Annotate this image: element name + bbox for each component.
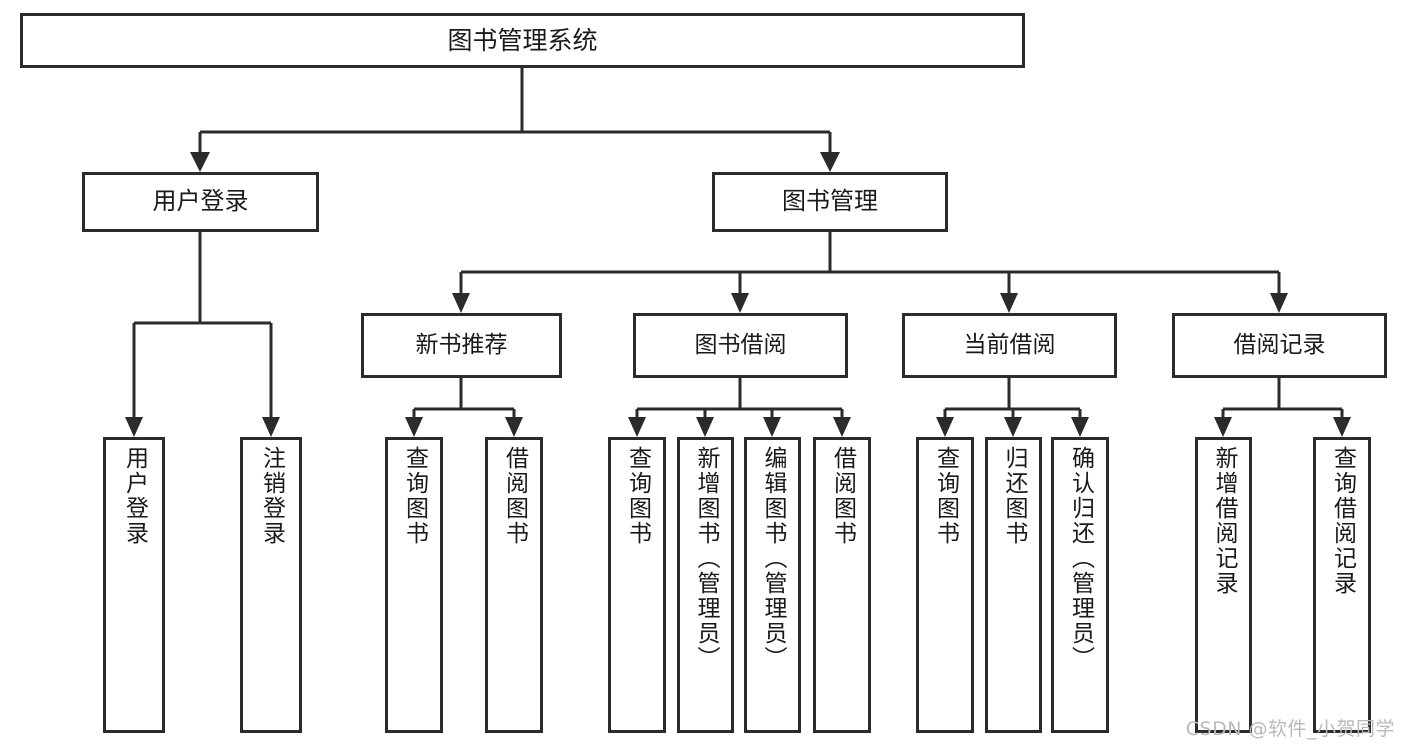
- node-leaf-query-record-label: 查询借阅记录: [1329, 446, 1356, 596]
- node-current-borrow[interactable]: 当前借阅: [902, 313, 1117, 378]
- arrow-borrow-record: [1270, 293, 1288, 313]
- node-leaf-borrow-book-2[interactable]: 借阅图书: [813, 437, 871, 733]
- arrow-leaf-user-logout: [262, 417, 280, 437]
- watermark: CSDN @软件_小贺同学: [1185, 718, 1395, 740]
- node-leaf-return-book[interactable]: 归还图书: [985, 437, 1042, 733]
- node-borrow-record[interactable]: 借阅记录: [1172, 313, 1387, 378]
- node-leaf-borrow-book-1[interactable]: 借阅图书: [485, 437, 543, 733]
- arrow-leaf-confirm-return: [1071, 417, 1089, 437]
- node-leaf-user-logout-label: 注销登录: [258, 446, 285, 546]
- arrow-leaf-add-book: [696, 417, 714, 437]
- arrow-leaf-query-book-2: [628, 417, 646, 437]
- node-leaf-confirm-return-label: 确认归还（管理员）: [1067, 446, 1094, 671]
- arrow-leaf-query-book-1: [405, 417, 423, 437]
- node-user-login[interactable]: 用户登录: [82, 172, 319, 232]
- node-leaf-return-book-label: 归还图书: [1001, 446, 1027, 546]
- node-leaf-query-book-3-label: 查询图书: [932, 446, 959, 546]
- node-leaf-query-book-1[interactable]: 查询图书: [385, 437, 443, 733]
- node-leaf-query-book-2-label: 查询图书: [624, 446, 651, 546]
- node-leaf-add-book-label: 新增图书（管理员）: [693, 446, 719, 671]
- node-book-borrow-label: 图书借阅: [694, 332, 787, 359]
- arrow-current-borrow: [1000, 293, 1018, 313]
- node-book-borrow[interactable]: 图书借阅: [633, 313, 848, 378]
- arrow-book-borrow: [731, 293, 749, 313]
- node-leaf-user-login-label: 用户登录: [121, 446, 148, 546]
- arrow-leaf-query-record: [1333, 417, 1351, 437]
- arrow-leaf-user-login: [125, 417, 143, 437]
- node-leaf-edit-book[interactable]: 编辑图书（管理员）: [744, 437, 801, 733]
- node-leaf-edit-book-label: 编辑图书（管理员）: [760, 446, 786, 671]
- node-user-login-label: 用户登录: [152, 187, 249, 216]
- arrow-leaf-borrow-book-2: [833, 417, 851, 437]
- node-leaf-user-logout[interactable]: 注销登录: [240, 437, 302, 733]
- node-current-borrow-label: 当前借阅: [963, 332, 1056, 359]
- arrow-leaf-return-book: [1004, 417, 1022, 437]
- node-new-book-recommend[interactable]: 新书推荐: [361, 313, 562, 378]
- node-leaf-confirm-return[interactable]: 确认归还（管理员）: [1051, 437, 1109, 733]
- node-leaf-query-book-1-label: 查询图书: [401, 446, 428, 546]
- node-leaf-user-login[interactable]: 用户登录: [103, 437, 165, 733]
- node-leaf-borrow-book-2-label: 借阅图书: [829, 446, 856, 546]
- node-borrow-record-label: 借阅记录: [1233, 332, 1326, 359]
- node-book-manage-label: 图书管理: [782, 187, 878, 216]
- arrow-leaf-add-record: [1214, 417, 1232, 437]
- arrow-leaf-borrow-book-1: [505, 417, 523, 437]
- arrow-new-book-recommend: [452, 293, 470, 313]
- node-root-label: 图书管理系统: [447, 26, 598, 55]
- node-book-manage[interactable]: 图书管理: [712, 172, 948, 232]
- node-new-book-recommend-label: 新书推荐: [415, 332, 508, 359]
- arrow-user-login: [190, 152, 210, 172]
- node-leaf-borrow-book-1-label: 借阅图书: [501, 446, 528, 546]
- arrow-leaf-query-book-3: [936, 417, 954, 437]
- node-leaf-query-record[interactable]: 查询借阅记录: [1313, 437, 1371, 733]
- node-leaf-add-record[interactable]: 新增借阅记录: [1195, 437, 1252, 733]
- arrow-book-manage: [820, 152, 840, 172]
- node-leaf-query-book-2[interactable]: 查询图书: [608, 437, 666, 733]
- arrow-leaf-edit-book: [763, 417, 781, 437]
- node-leaf-add-record-label: 新增借阅记录: [1211, 446, 1237, 596]
- node-root[interactable]: 图书管理系统: [20, 13, 1025, 68]
- node-leaf-query-book-3[interactable]: 查询图书: [916, 437, 974, 733]
- node-leaf-add-book[interactable]: 新增图书（管理员）: [677, 437, 734, 733]
